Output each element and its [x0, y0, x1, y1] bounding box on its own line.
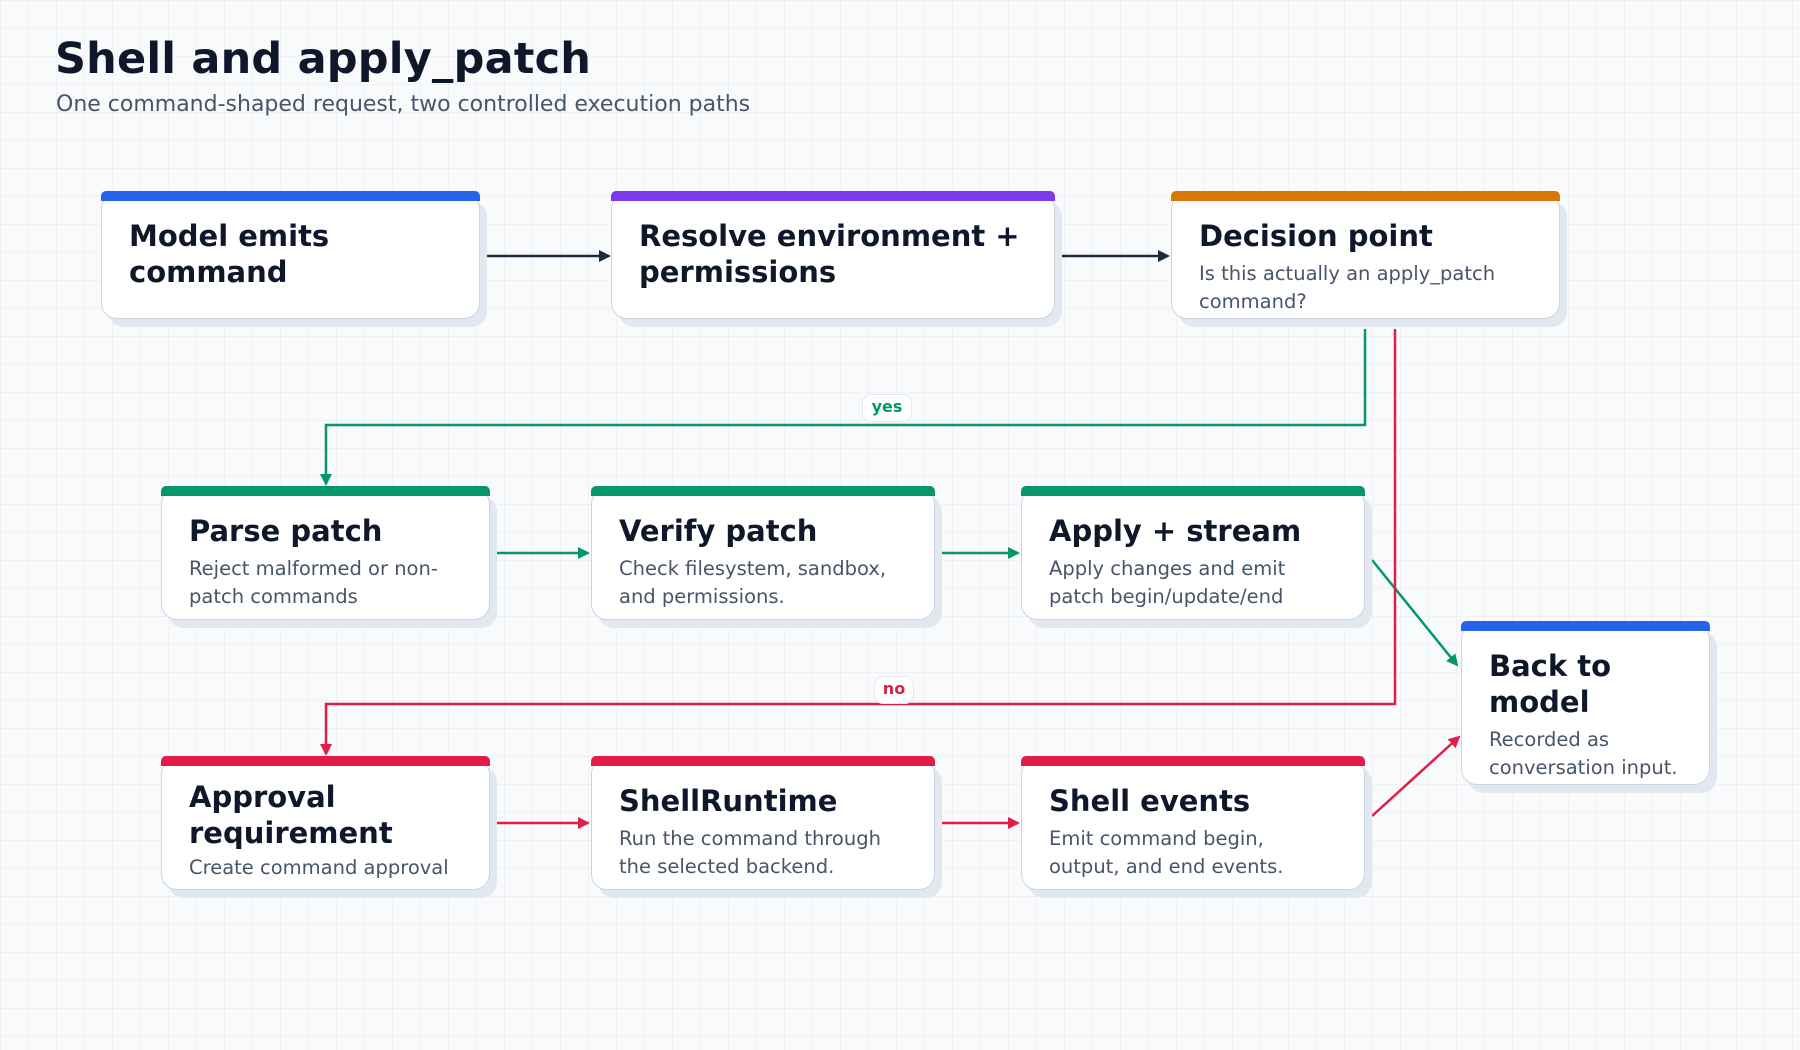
node-shell-events: Shell events Emit command begin, output,… [1021, 756, 1365, 890]
node-accent-bar [591, 756, 935, 766]
node-verify-patch: Verify patch Check filesystem, sandbox, … [591, 486, 935, 620]
edge-label-yes: yes [862, 394, 912, 422]
node-apply-stream: Apply + stream Apply changes and emit pa… [1021, 486, 1365, 620]
node-accent-bar [161, 486, 490, 496]
node-parse-patch: Parse patch Reject malformed or non-patc… [161, 486, 490, 620]
edge-decision-yes [320, 329, 1367, 486]
edge-apply-to-back [1371, 559, 1459, 667]
node-accent-bar [1021, 756, 1365, 766]
node-description: Is this actually an apply_patch command? [1199, 262, 1496, 313]
node-title: Approval requirement [189, 780, 393, 850]
node-approval-requirement: Approval requirement Create command appr… [161, 756, 490, 890]
node-decision-point: Decision point Is this actually an apply… [1171, 191, 1560, 319]
node-description: Apply changes and emit patch begin/updat… [1049, 557, 1286, 608]
node-accent-bar [1021, 486, 1365, 496]
node-title: Back to model [1489, 649, 1612, 719]
edge-events-to-back [1371, 735, 1461, 817]
node-description: Emit command begin, output, and end even… [1049, 827, 1284, 878]
node-title: Apply + stream [1049, 514, 1302, 548]
edge-decision-no [320, 329, 1397, 756]
node-description: Reject malformed or non-patch commands [189, 557, 438, 608]
node-accent-bar [611, 191, 1055, 201]
node-description: Run the command through the selected bac… [619, 827, 881, 878]
edge-label-no: no [874, 676, 914, 704]
node-description: Recorded as conversation input. [1489, 728, 1678, 779]
page-title: Shell and apply_patch [55, 34, 592, 84]
node-resolve-environment: Resolve environment + permissions [611, 191, 1055, 319]
node-accent-bar [1171, 191, 1560, 201]
node-title: Parse patch [189, 514, 383, 548]
page-subtitle: One command-shaped request, two controll… [56, 92, 751, 117]
node-title: Model emits command [129, 219, 330, 289]
node-accent-bar [161, 756, 490, 766]
node-accent-bar [1461, 621, 1710, 631]
node-title: Decision point [1199, 219, 1433, 253]
node-title: Verify patch [619, 514, 818, 548]
node-back-to-model: Back to model Recorded as conversation i… [1461, 621, 1710, 785]
node-model-emits-command: Model emits command [101, 191, 480, 319]
node-title: Shell events [1049, 784, 1251, 818]
node-title: ShellRuntime [619, 784, 838, 818]
node-title: Resolve environment + permissions [639, 219, 1020, 289]
node-description: Check filesystem, sandbox, and permissio… [619, 557, 887, 608]
node-shell-runtime: ShellRuntime Run the command through the… [591, 756, 935, 890]
node-accent-bar [101, 191, 480, 201]
node-accent-bar [591, 486, 935, 496]
node-description: Create command approval [189, 856, 449, 879]
